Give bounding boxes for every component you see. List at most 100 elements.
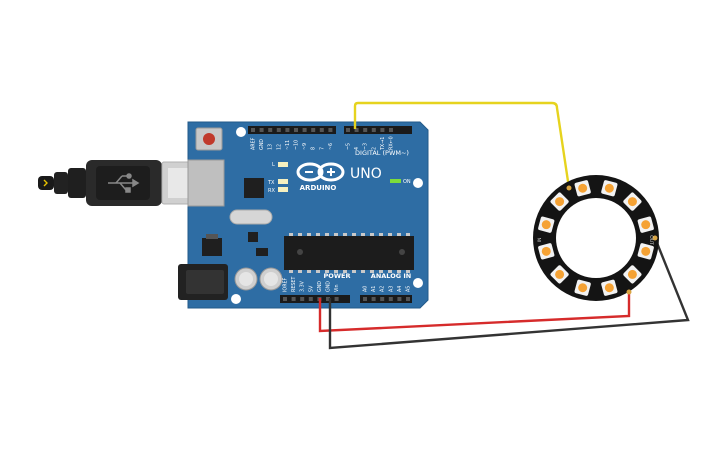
digital-pin-label: ~10 <box>294 140 300 150</box>
svg-text:L: L <box>272 162 275 168</box>
ring-label-in: IN <box>537 238 543 243</box>
power-pin-hole[interactable] <box>291 297 296 301</box>
neopixel-led[interactable] <box>538 243 555 260</box>
svg-text:RX: RX <box>268 188 275 194</box>
analog-pin-hole[interactable] <box>363 297 367 301</box>
digital-pin-label: 13 <box>268 144 274 150</box>
usb-controller-chip <box>244 178 264 198</box>
svg-text:TX: TX <box>267 180 275 186</box>
mount-hole <box>413 278 423 288</box>
neopixel-led[interactable] <box>637 243 654 260</box>
neopixel-led[interactable] <box>601 180 618 197</box>
neopixel-led[interactable] <box>574 279 591 296</box>
power-pin-hole[interactable] <box>300 297 305 301</box>
power-pin-label: 3.3V <box>300 280 306 292</box>
voltage-regulator <box>202 238 222 256</box>
capacitor <box>234 267 258 291</box>
wire-signal-yellow[interactable] <box>353 101 571 189</box>
capacitor <box>259 267 283 291</box>
digital-pin-label: ~6 <box>328 143 334 150</box>
digital-pin-hole[interactable] <box>259 128 264 132</box>
power-pin-label: 5V <box>308 285 314 292</box>
digital-header <box>248 126 412 134</box>
digital-pin-label: 8 <box>311 147 317 150</box>
digital-pin-hole[interactable] <box>346 128 350 132</box>
analog-pin-hole[interactable] <box>406 297 410 301</box>
neopixel-led[interactable] <box>637 216 654 233</box>
analog-pin-label: A4 <box>397 286 403 292</box>
analog-header-label: ANALOG IN <box>371 272 411 280</box>
power-pin-hole[interactable] <box>334 297 339 301</box>
mount-hole <box>231 294 241 304</box>
power-pin-hole[interactable] <box>283 297 287 301</box>
digital-pin-hole[interactable] <box>389 128 393 132</box>
model-label: UNO <box>350 166 382 182</box>
atmega-microcontroller <box>284 233 414 273</box>
arduino-logo-icon <box>296 162 345 182</box>
analog-pin-hole[interactable] <box>380 297 385 301</box>
neopixel-led[interactable] <box>550 265 570 285</box>
analog-pin-label: A3 <box>388 286 394 292</box>
digital-pin-label: TX→1 <box>380 137 386 151</box>
neopixel-led[interactable] <box>601 279 618 296</box>
digital-pin-hole[interactable] <box>319 128 324 132</box>
crystal-oscillator <box>229 209 273 225</box>
digital-pin-hole[interactable] <box>363 128 368 132</box>
power-pin-hole[interactable] <box>326 297 330 301</box>
usb-b-jack <box>187 159 225 207</box>
analog-pin-label: A5 <box>406 286 412 292</box>
digital-pin-label: RX←0 <box>389 136 395 150</box>
digital-pin-hole[interactable] <box>251 128 255 132</box>
power-pin-label: Vin <box>334 284 340 292</box>
analog-pin-label: A2 <box>380 286 386 292</box>
dc-barrel-jack[interactable] <box>178 264 228 300</box>
power-pin-hole[interactable] <box>308 297 313 301</box>
digital-pin-hole[interactable] <box>311 128 316 132</box>
digital-pin-label: ~9 <box>302 143 308 150</box>
analog-pin-hole[interactable] <box>371 297 376 301</box>
digital-pin-label: 4 <box>354 147 360 150</box>
analog-pin-label: A1 <box>371 286 377 292</box>
mount-hole <box>236 127 246 137</box>
digital-pin-hole[interactable] <box>371 128 376 132</box>
neopixel-led[interactable] <box>550 192 570 212</box>
ring-label-out: OUT <box>648 235 654 245</box>
digital-pin-label: 12 <box>276 144 282 150</box>
power-on-led: ON <box>390 179 411 185</box>
ring-pin-5v[interactable] <box>626 289 632 295</box>
digital-pin-hole[interactable] <box>380 128 385 132</box>
digital-pin-label: GND <box>259 139 265 150</box>
digital-pin-hole[interactable] <box>302 128 307 132</box>
digital-pin-hole[interactable] <box>268 128 273 132</box>
analog-header <box>360 295 412 303</box>
digital-pin-hole[interactable] <box>354 128 359 132</box>
analog-pin-label: A0 <box>363 286 369 292</box>
neopixel-led[interactable] <box>538 216 555 233</box>
digital-pin-hole[interactable] <box>328 128 333 132</box>
mount-hole <box>413 178 423 188</box>
power-pin-label: GND <box>317 281 323 292</box>
wire-power-red[interactable] <box>318 292 631 333</box>
digital-pin-hole[interactable] <box>276 128 281 132</box>
ring-pin-gnd[interactable] <box>652 235 658 241</box>
neopixel-led[interactable] <box>623 192 643 212</box>
ring-pin-in[interactable] <box>566 185 572 191</box>
status-leds: L TX RX <box>267 162 288 194</box>
power-header-label: POWER <box>324 272 351 280</box>
digital-pin-label: 2 <box>371 147 377 150</box>
neopixel-led[interactable] <box>623 265 643 285</box>
wire-ground-black[interactable] <box>328 237 690 350</box>
neopixel-led[interactable] <box>574 180 591 197</box>
svg-text:ON: ON <box>403 179 411 185</box>
digital-pin-hole[interactable] <box>294 128 298 132</box>
analog-pin-hole[interactable] <box>397 297 402 301</box>
neopixel-ring-12[interactable]: IN OUT <box>533 175 659 301</box>
digital-pin-hole[interactable] <box>285 128 290 132</box>
analog-pin-hole[interactable] <box>388 297 393 301</box>
reset-button[interactable] <box>195 127 223 151</box>
power-header <box>280 295 350 303</box>
